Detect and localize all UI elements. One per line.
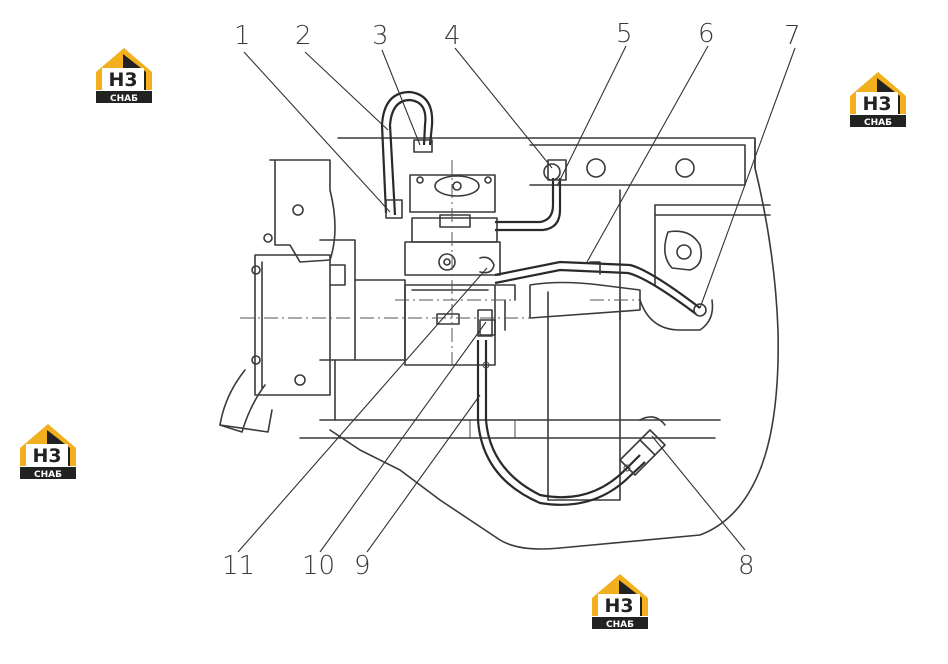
leader-10 [319, 321, 487, 553]
leader-6 [586, 45, 709, 263]
callouts: 1 2 3 4 5 6 7 8 9 10 11 [222, 19, 801, 581]
watermark-logo: H3 СНАБ [16, 422, 78, 480]
callout-10: 10 [302, 551, 335, 581]
leader-8 [651, 435, 746, 551]
leader-1 [243, 51, 391, 213]
callout-5: 5 [616, 19, 633, 49]
callout-2: 2 [295, 21, 312, 51]
watermark-logo: H3 СНАБ [92, 46, 154, 104]
flywheel-housing [219, 159, 356, 433]
callout-1: 1 [234, 21, 251, 51]
callout-9: 9 [354, 551, 371, 581]
leader-3 [381, 49, 421, 146]
leader-7 [699, 47, 796, 309]
watermark-logo-text: СНАБ [34, 470, 62, 480]
leader-2 [304, 51, 389, 131]
leader-4 [454, 47, 553, 169]
watermark-logo-mark: H3 [862, 93, 891, 115]
leader-5 [556, 45, 627, 187]
watermark-logo-text: СНАБ [606, 620, 634, 630]
leader-11 [237, 267, 488, 553]
watermark-logo-text: СНАБ [110, 94, 138, 104]
leader-lines [237, 45, 796, 553]
callout-7: 7 [784, 21, 801, 51]
callout-3: 3 [372, 21, 389, 51]
callout-11: 11 [222, 551, 255, 581]
center-lines [240, 160, 640, 365]
watermark-logo: H3 СНАБ [846, 70, 908, 128]
leader-9 [366, 394, 481, 553]
watermark-logo-mark: H3 [604, 595, 633, 617]
engine-block [299, 137, 779, 550]
air-pipes [380, 90, 707, 506]
watermark-logo: H3 СНАБ [588, 572, 650, 630]
watermark-logo-mark: H3 [32, 445, 61, 467]
callout-8: 8 [738, 551, 755, 581]
callout-6: 6 [698, 19, 715, 49]
callout-4: 4 [444, 21, 461, 51]
watermark-logo-text: СНАБ [864, 118, 892, 128]
watermark-logo-mark: H3 [108, 69, 137, 91]
